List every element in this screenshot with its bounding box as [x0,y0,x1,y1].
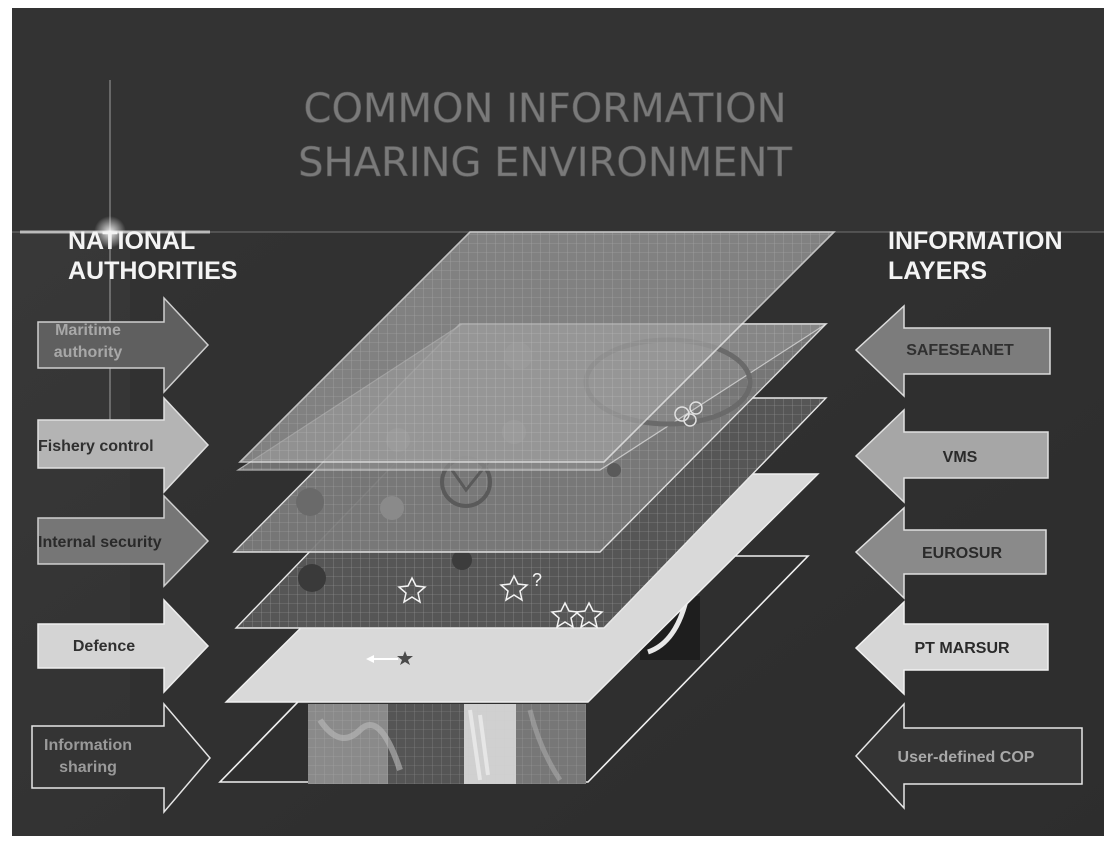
left-heading-line-1: NATIONAL [68,227,195,255]
left-heading-line-2: AUTHORITIES [68,257,237,285]
right-arrow-pt-marsur: PT MARSUR [854,600,1049,696]
right-arrow-user-defined-cop-label: User-defined COP [898,749,1035,766]
left-arrow-security-label: Internal security [38,534,162,551]
left-arrow-maritime-label-1: Maritime [55,322,121,339]
fishery-markers [296,456,621,520]
left-arrow-information-sharing: Information sharing [31,701,211,815]
lens-flare [12,80,1104,440]
title-line-1: COMMON INFORMATION [304,86,787,132]
right-arrow-vms-label: VMS [943,449,978,466]
right-heading-line-2: LAYERS [888,257,987,285]
right-arrow-safeseanet: SAFESEANET [854,304,1051,398]
left-arrow-fishery-label: Fishery control [38,438,154,455]
question-mark: ? [532,570,542,590]
left-arrow-defence: Defence [37,598,210,694]
right-arrow-safeseanet-label: SAFESEANET [906,342,1014,359]
left-arrow-maritime: Maritime authority [37,296,210,394]
layer-stack: ? [218,231,836,784]
left-arrow-maritime-label-2: authority [54,344,123,361]
title-line-2: SHARING ENVIRONMENT [298,140,792,186]
right-arrow-vms: VMS [854,408,1049,504]
right-heading-line-1: INFORMATION [888,227,1063,255]
right-arrow-user-defined-cop: User-defined COP [854,702,1083,810]
vessel-markers [674,401,703,427]
layer-maritime [238,231,836,463]
right-arrow-eurosur-label: EUROSUR [922,545,1002,562]
left-arrow-info-label-1: Information [44,737,132,754]
imagery-mosaic [308,704,586,784]
defence-track [366,651,413,665]
left-arrow-defence-label: Defence [73,638,135,655]
left-arrow-security: Internal security [37,494,210,588]
left-arrow-info-label-2: sharing [59,759,117,776]
right-arrow-pt-marsur-label: PT MARSUR [914,640,1010,657]
title-band [12,8,1104,232]
left-arrow-fishery: Fishery control [37,396,210,494]
right-arrow-eurosur: EUROSUR [854,506,1047,600]
